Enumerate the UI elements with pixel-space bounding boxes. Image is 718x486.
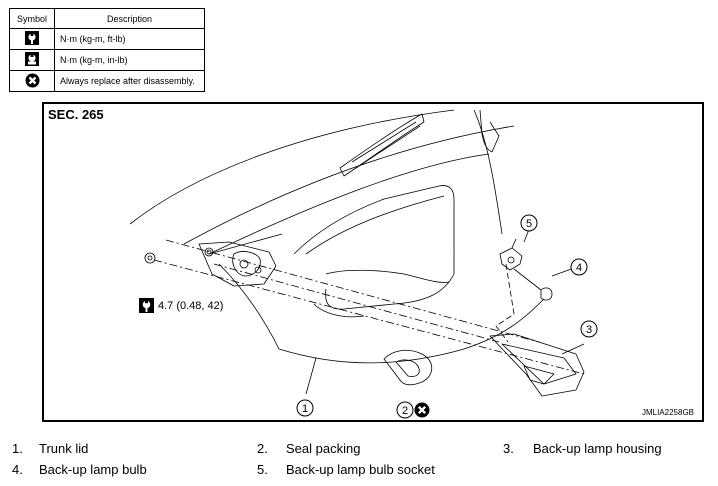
part-name: Seal packing	[286, 441, 361, 456]
callout-2: 2	[396, 401, 414, 419]
torque-wrench-inlb-icon	[9, 49, 55, 71]
callout-5: 5	[520, 214, 538, 232]
part-name: Back-up lamp housing	[533, 441, 662, 456]
exploded-view-figure: SEC. 265 1 2 3 4 5 4.7 (0.48, 42) JMLIA2…	[42, 102, 704, 422]
legend-description: N·m (kg-m, ft-lb)	[54, 28, 205, 50]
symbol-legend-table: Symbol Description N·m (kg-m, ft-lb) N·m…	[9, 8, 205, 92]
legend-row: N·m (kg-m, ft-lb)	[9, 28, 205, 50]
legend-row: Always replace after disassembly.	[9, 70, 205, 92]
torque-value: 4.7 (0.48, 42)	[158, 300, 224, 312]
svg-text:3: 3	[586, 324, 592, 336]
callout-3: 3	[580, 320, 598, 338]
part-number: 3.	[503, 441, 514, 456]
callout-4: 4	[570, 258, 588, 276]
part-name: Trunk lid	[39, 441, 89, 456]
trunk-lid-drawing	[129, 109, 585, 397]
part-name: Back-up lamp bulb socket	[286, 462, 435, 477]
part-number: 4.	[12, 462, 23, 477]
part-name: Back-up lamp bulb	[39, 462, 147, 477]
svg-text:1: 1	[302, 403, 308, 415]
part-number: 2.	[257, 441, 268, 456]
callout-1: 1	[296, 399, 314, 417]
always-replace-icon	[9, 70, 55, 92]
always-replace-icon	[414, 402, 430, 418]
part-number: 1.	[12, 441, 23, 456]
torque-wrench-icon	[9, 28, 55, 50]
legend-description: Always replace after disassembly.	[54, 70, 205, 92]
svg-text:4: 4	[576, 262, 582, 274]
section-label: SEC. 265	[48, 107, 104, 122]
legend-row: N·m (kg-m, in-lb)	[9, 49, 205, 71]
figure-code: JMLIA2258GB	[641, 408, 694, 417]
svg-text:5: 5	[526, 218, 532, 230]
torque-wrench-icon	[139, 298, 154, 313]
trunk-lid-outline	[129, 109, 455, 225]
legend-description: N·m (kg-m, in-lb)	[54, 49, 205, 71]
part-number: 5.	[257, 462, 268, 477]
legend-header-symbol: Symbol	[9, 8, 55, 29]
legend-header-row: Symbol Description	[9, 8, 205, 29]
svg-text:2: 2	[402, 405, 408, 417]
legend-header-description: Description	[54, 8, 205, 29]
